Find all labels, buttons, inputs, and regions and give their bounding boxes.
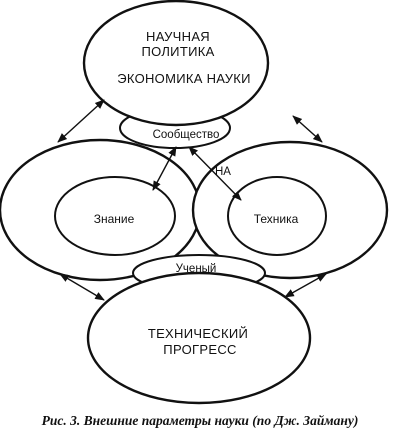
arrow-right-bottom [284,273,327,298]
top-ellipse [82,0,270,127]
scientist-label: Ученый [176,263,217,275]
arrow-left-bottom [59,273,105,301]
science-economics-label: ЭКОНОМИКА НАУКИ [117,71,251,86]
na-label: НА [215,166,231,178]
arrow-community-technology [188,146,242,201]
tech-progress-line1: ТЕХНИЧЕСКИЙ [148,326,248,341]
figure-caption: Рис. 3. Внешние параметры науки (по Дж. … [42,413,359,428]
knowledge-label: Знание [94,212,135,226]
science-policy-line2: ПОЛИТИКА [141,44,214,59]
bottom-ellipse [86,271,312,405]
science-policy-line1: НАУЧНАЯ [146,29,210,44]
community-label: Сообщество [153,129,220,141]
tech-progress-line2: ПРОГРЕСС [163,342,236,357]
knowledge-ellipse [54,176,176,256]
arrow-top-left [57,99,105,143]
technology-label: Техника [254,212,299,226]
arrow-community-knowledge [152,146,177,191]
technology-ellipse [227,176,327,256]
arrow-top-right [292,115,323,143]
